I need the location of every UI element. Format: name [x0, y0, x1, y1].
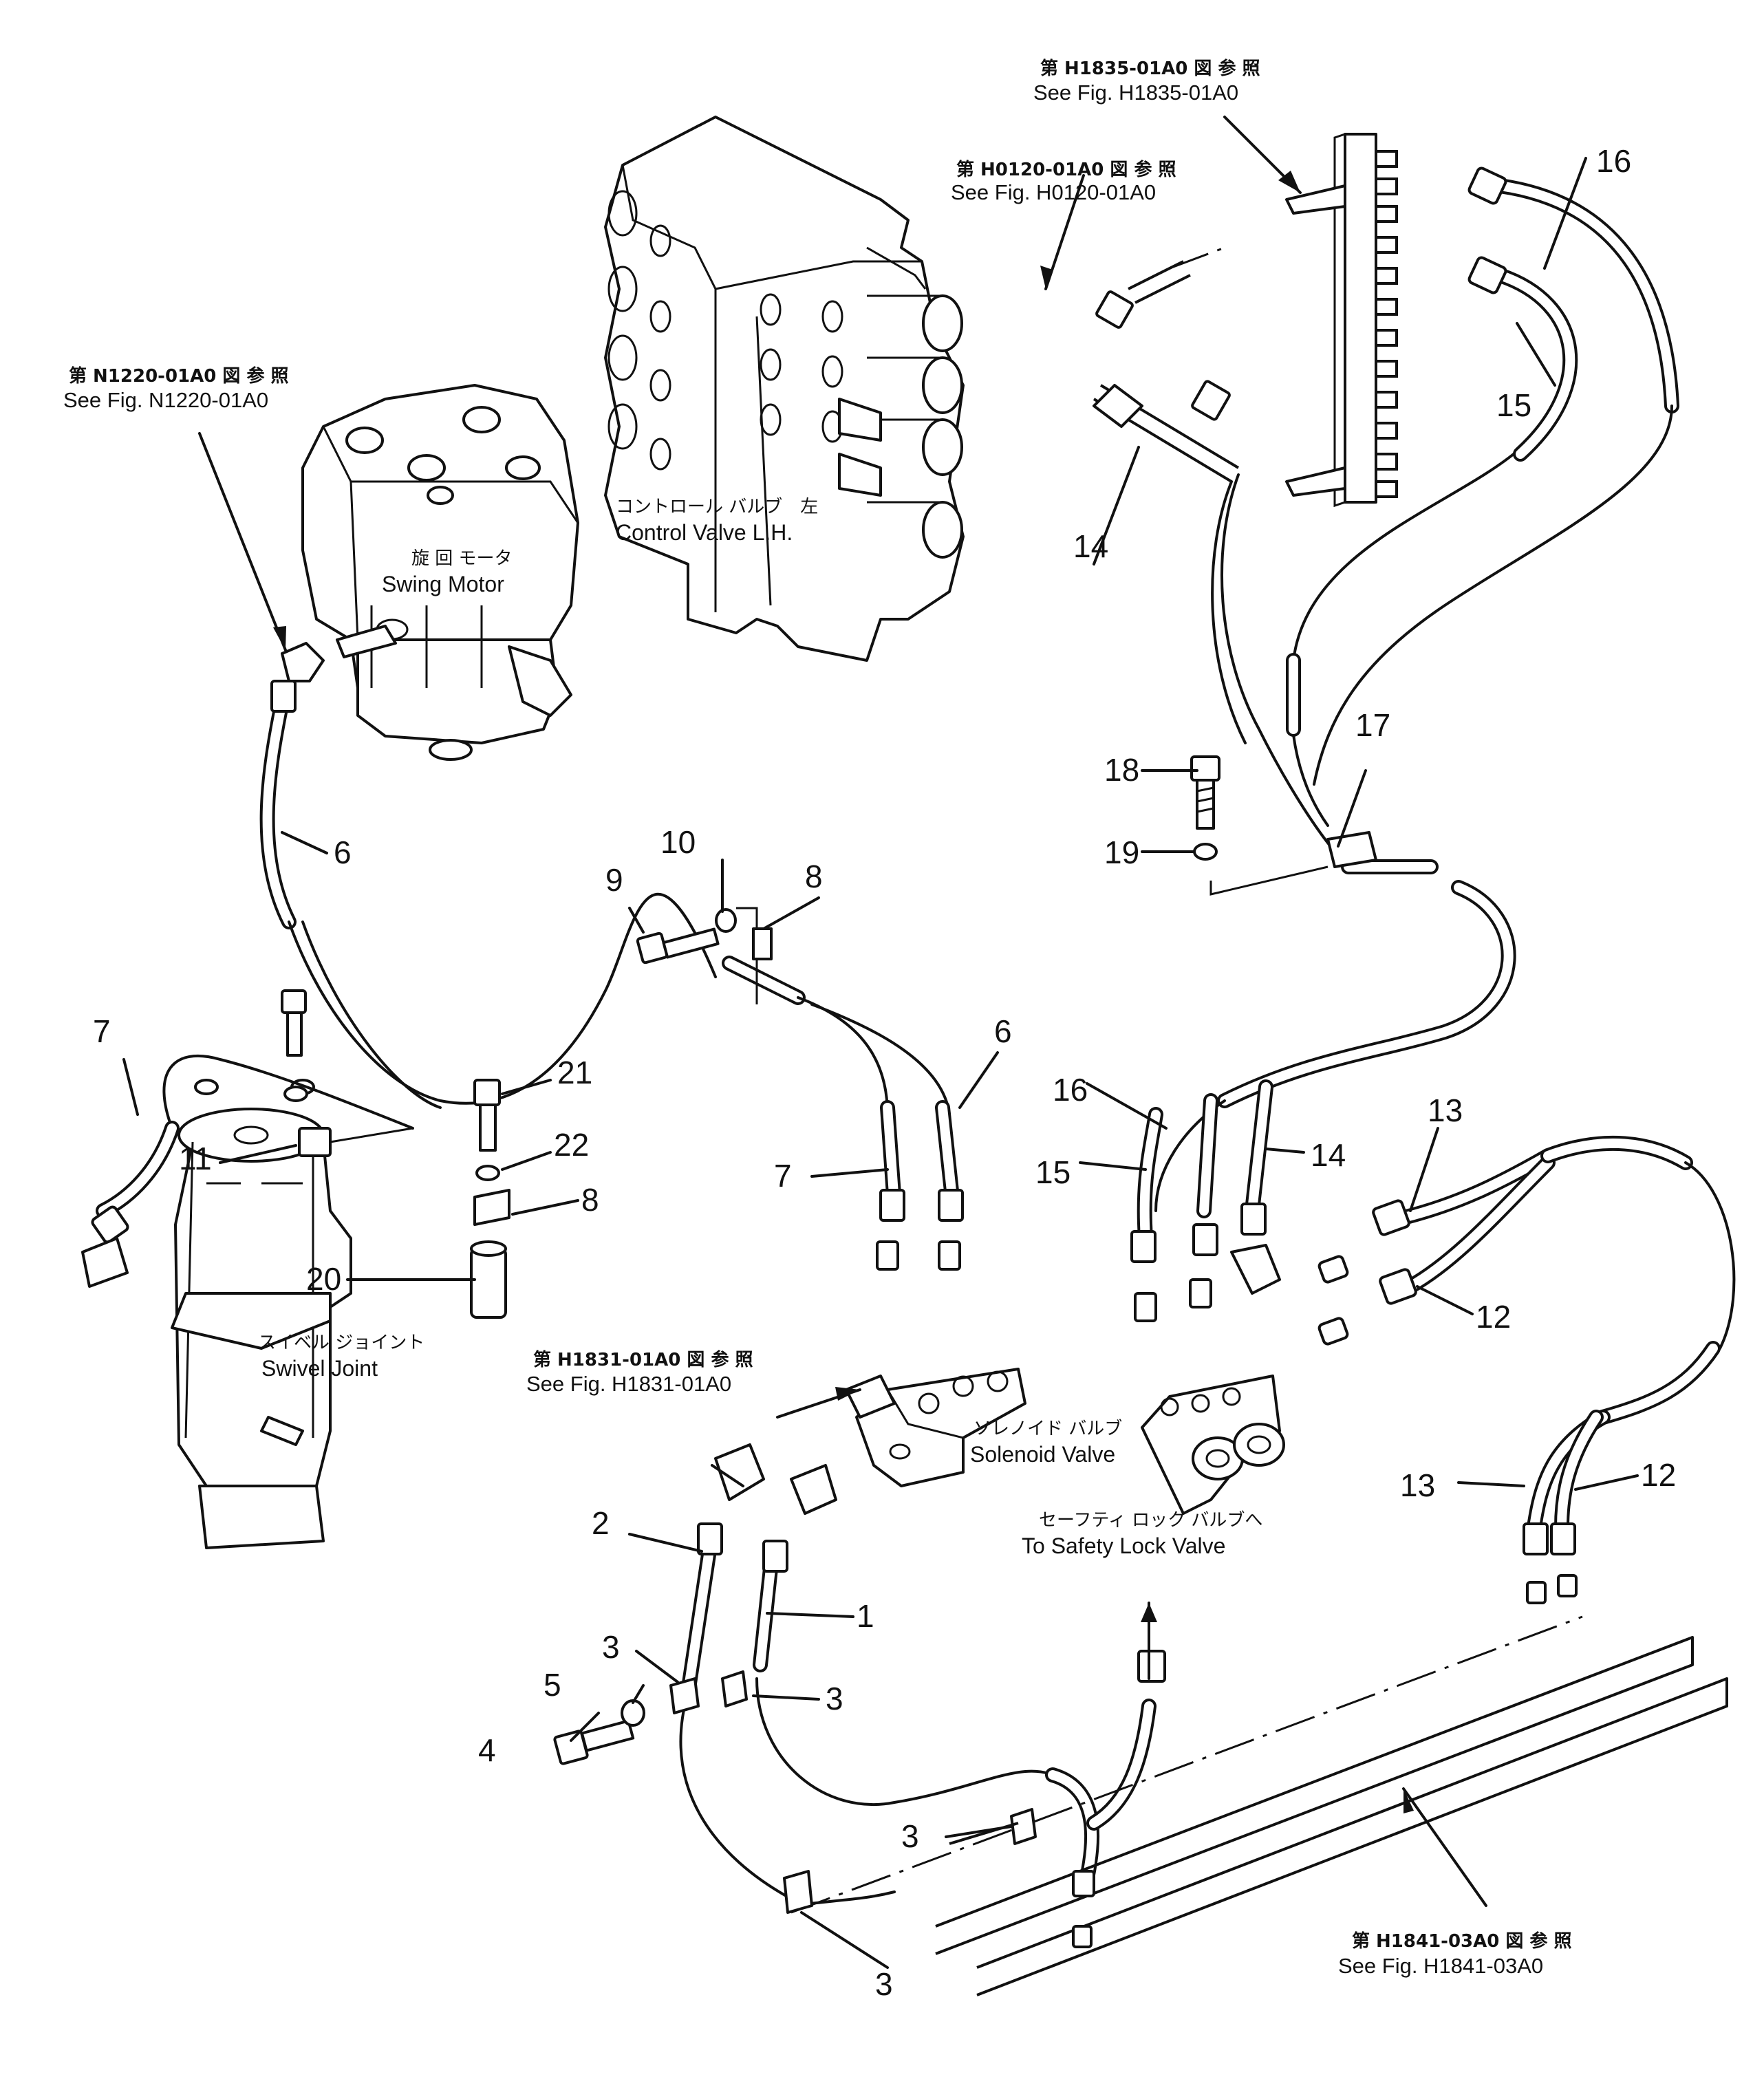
- part-number-3-c: 3: [901, 1818, 919, 1854]
- part-number-18: 18: [1104, 752, 1139, 788]
- part-number-9: 9: [605, 862, 623, 898]
- part-number-20: 20: [306, 1261, 341, 1297]
- part-number-6-center: 6: [994, 1013, 1012, 1049]
- component-labels: コントロール バルブ 左 Control Valve L.H. 旋 回 モータ …: [258, 497, 1262, 1558]
- leader-lines: [122, 116, 1639, 1969]
- safety-lock-label-en: To Safety Lock Valve: [1022, 1533, 1225, 1558]
- part-number-15-top: 15: [1496, 387, 1531, 423]
- part-number-6-left: 6: [334, 834, 352, 870]
- swivel-joint-body: [171, 1079, 352, 1549]
- part-number-19: 19: [1104, 834, 1139, 870]
- figure-references: 第 H1835-01A0 図 参 照 See Fig. H1835-01A0 第…: [63, 58, 1572, 1978]
- swivel-joint-label-jp: スイベル ジョイント: [258, 1333, 424, 1353]
- part-number-4: 4: [478, 1732, 496, 1768]
- part-number-17: 17: [1355, 707, 1390, 743]
- safety-lock-label-jp: セーフティ ロック バルブへ: [1039, 1510, 1262, 1531]
- ref-h1841-jp: 第 H1841-03A0 図 参 照: [1352, 1930, 1572, 1952]
- solenoid-valve-label-jp: ソレノイド バルブ: [974, 1419, 1122, 1439]
- part-number-13-top: 13: [1428, 1092, 1463, 1128]
- control-valve-body: [604, 116, 965, 662]
- part-number-2: 2: [592, 1505, 610, 1541]
- part-number-12-top: 12: [1476, 1299, 1511, 1335]
- part-number-7-left: 7: [93, 1013, 111, 1049]
- ref-n1220-en: See Fig. N1220-01A0: [63, 388, 268, 412]
- ref-n1220-jp: 第 N1220-01A0 図 参 照: [69, 365, 289, 387]
- part-number-11: 11: [179, 1141, 212, 1176]
- part-number-14-lower: 14: [1311, 1137, 1346, 1173]
- fittings: [81, 166, 1578, 1948]
- control-valve-label-jp: コントロール バルブ 左: [616, 497, 818, 517]
- solenoid-block-right: [1141, 1375, 1285, 1515]
- clamps-bolts: [281, 755, 1377, 1914]
- part-number-16-lower: 16: [1053, 1072, 1088, 1108]
- part-number-3-d: 3: [875, 1966, 893, 2002]
- part-number-13-bottom: 13: [1400, 1467, 1435, 1503]
- part-number-15-lower: 15: [1035, 1154, 1071, 1190]
- ref-h1831-en: See Fig. H1831-01A0: [526, 1372, 731, 1396]
- solenoid-manifold-top: [1285, 132, 1398, 508]
- swing-motor-label-en: Swing Motor: [382, 572, 504, 596]
- part-number-8-lower: 8: [581, 1182, 599, 1218]
- part-number-10: 10: [660, 824, 696, 860]
- ref-h1841-en: See Fig. H1841-03A0: [1338, 1954, 1543, 1978]
- part-number-14-top: 14: [1073, 528, 1108, 564]
- ref-h1835-en: See Fig. H1835-01A0: [1033, 80, 1238, 105]
- part-number-22: 22: [554, 1127, 589, 1163]
- part-number-12-bottom: 12: [1641, 1457, 1676, 1493]
- ref-h0120-en: See Fig. H0120-01A0: [951, 180, 1156, 204]
- part-number-21: 21: [557, 1055, 592, 1090]
- part-numbers: 16 15 14 17 18 19 6 10 9 8 7 21 11 22 20…: [93, 143, 1676, 2002]
- ref-h1831-jp: 第 H1831-01A0 図 参 照: [533, 1349, 753, 1370]
- part-number-7-center: 7: [774, 1158, 792, 1194]
- part-number-3-b: 3: [826, 1681, 843, 1716]
- pipe-rails: [790, 1615, 1728, 1996]
- solenoid-block-left: [845, 1368, 1026, 1487]
- part-number-1: 1: [857, 1598, 874, 1634]
- solenoid-valve-label-en: Solenoid Valve: [970, 1442, 1115, 1467]
- part-number-3-a: 3: [602, 1629, 620, 1665]
- ref-h0120-jp: 第 H0120-01A0 図 参 照: [956, 159, 1176, 180]
- swing-motor-body: [301, 384, 579, 761]
- part-number-8-top: 8: [805, 859, 823, 894]
- part-number-16-top: 16: [1596, 143, 1631, 179]
- hoses: [96, 178, 1736, 1907]
- swing-motor-label-jp: 旋 回 モータ: [411, 548, 513, 569]
- swivel-joint-label-en: Swivel Joint: [261, 1356, 378, 1381]
- part-number-5: 5: [544, 1667, 561, 1703]
- ref-h1835-jp: 第 H1835-01A0 図 参 照: [1040, 58, 1260, 79]
- control-valve-label-en: Control Valve L.H.: [616, 520, 793, 545]
